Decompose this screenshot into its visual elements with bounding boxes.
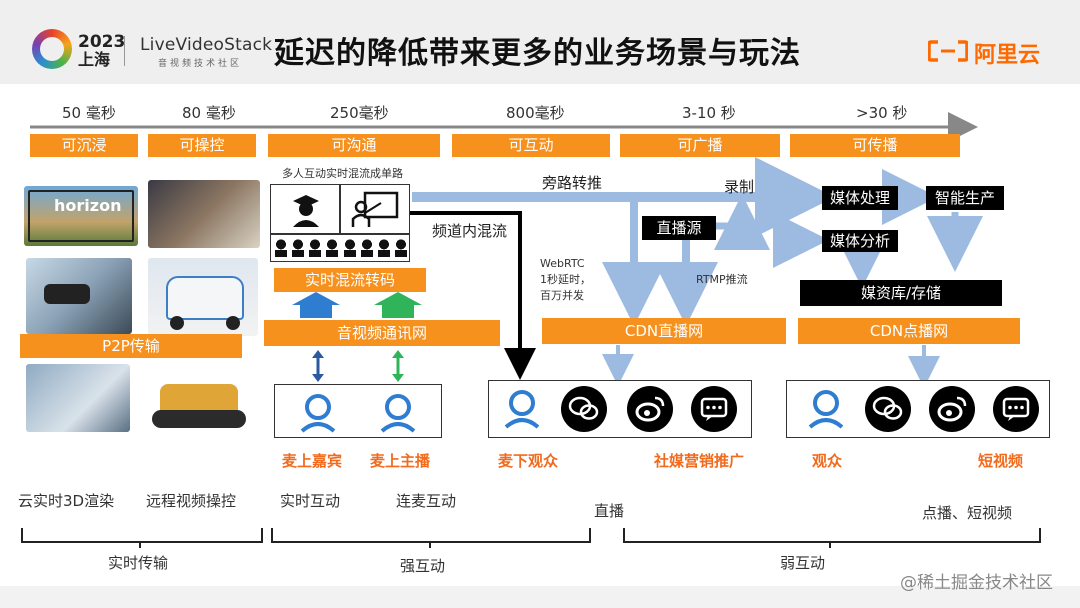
latency-time: 80 毫秒 [182,102,236,123]
guest-label: 麦上嘉宾 [282,450,342,471]
presenter-board-icon [351,191,401,229]
message-icon [691,386,737,432]
rtmp-label: RTMP推流 [696,272,748,287]
bracket-weak [624,528,1040,548]
social-marketing-label: 社媒营销推广 [654,450,744,471]
webrtc-note-1: WebRTC [540,256,585,271]
latency-capability: 可互动 [452,134,610,157]
student-icon [361,239,373,257]
scenario-label: 远程视频操控 [146,490,236,511]
transcode-bar: 实时混流转码 [274,268,426,292]
weibo-icon [627,386,673,432]
student-icon [395,239,407,257]
scenario-label: 云实时3D渲染 [18,490,114,511]
analysis-arrow [778,197,815,240]
p2p-bar: P2P传输 [20,334,242,358]
scenario-label: 实时互动 [280,490,340,511]
message-icon [993,386,1039,432]
vod-audience-frame [786,380,1050,438]
cdn-vod-bar: CDN点播网 [798,318,1020,344]
latency-capability: 可操控 [148,134,256,157]
bracket-realtime [22,528,262,548]
mixed-stream-frame [270,184,410,262]
record-arrow [716,208,742,226]
remote-surgery-photo [26,364,130,432]
host-label: 麦上主播 [370,450,430,471]
offmic-audience-label: 麦下观众 [498,450,558,471]
latency-capability: 可广播 [620,134,780,157]
student-icon [378,239,390,257]
teacher-icon [287,191,325,229]
av-network-bar: 音视频通讯网 [264,320,500,346]
delivery-robot-photo [148,258,258,336]
latency-time: 3-10 秒 [682,102,736,123]
remote-crane-photo [148,180,260,248]
host-user-icon [377,391,419,433]
latency-capability: 可传播 [790,134,960,157]
bracket-strong [272,528,590,548]
latency-time: 800毫秒 [506,102,565,123]
group-label-realtime: 实时传输 [108,552,168,573]
latency-capability: 可沟通 [268,134,440,157]
on-mic-users-frame [274,384,442,438]
student-icon [309,239,321,257]
student-row [275,239,407,259]
vr-headset-photo [26,258,132,334]
student-icon [344,239,356,257]
scenario-label: 连麦互动 [396,490,456,511]
latency-time: 250毫秒 [330,102,389,123]
audience-label: 观众 [812,450,842,471]
in-channel-mix-label: 频道内混流 [432,220,507,241]
webrtc-note-3: 百万并发 [540,288,584,303]
weibo-icon [929,386,975,432]
scenario-label: 直播 [594,500,624,521]
student-icon [326,239,338,257]
latency-time: 50 毫秒 [62,102,116,123]
live-source-box: 直播源 [642,216,716,240]
smart-produce-box: 智能生产 [926,186,1004,210]
tracked-robot-photo [148,364,250,436]
horizon-photo-caption: horizon [54,196,121,215]
group-label-weak: 弱互动 [780,552,825,573]
media-store-box: 媒资库/存储 [800,280,1002,306]
live-audience-frame [488,380,752,438]
record-label: 录制 [724,176,754,197]
mix-note: 多人互动实时混流成单路 [282,166,403,181]
media-analysis-box: 媒体分析 [822,230,898,252]
wechat-icon [865,386,911,432]
short-video-label: 短视频 [978,450,1023,471]
media-process-box: 媒体处理 [822,186,898,210]
cdn-live-bar: CDN直播网 [542,318,786,344]
wechat-icon [561,386,607,432]
watermark: @稀土掘金技术社区 [900,568,1053,593]
bypass-label: 旁路转推 [542,172,602,193]
transcode-up-arrow-green [374,292,422,318]
latency-time: >30 秒 [856,102,907,123]
offmic-user-icon [501,387,543,429]
student-icon [275,239,287,257]
scenario-label: 点播、短视频 [922,502,1012,523]
guest-user-icon [297,391,339,433]
student-icon [292,239,304,257]
group-label-strong: 强互动 [400,555,445,576]
webrtc-note-2: 1秒延时， [540,272,591,287]
transcode-up-arrow-blue [292,292,340,318]
vr-horizon-photo: horizon [24,186,138,246]
audience-user-icon [805,387,847,429]
latency-capability: 可沉浸 [30,134,138,157]
